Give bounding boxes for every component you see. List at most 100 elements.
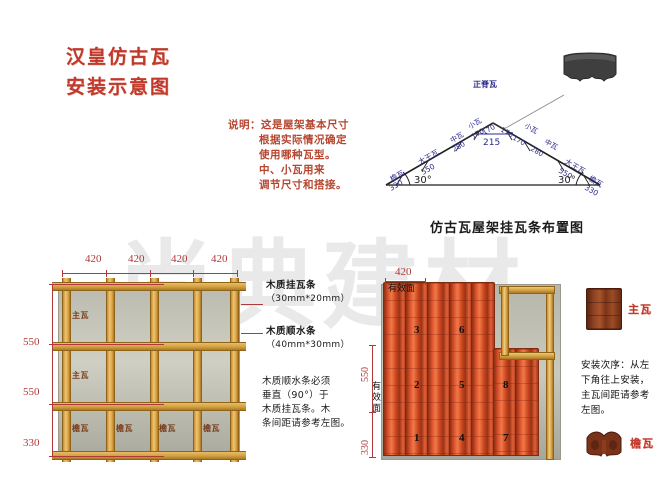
eave-tile-swatch bbox=[586, 431, 622, 457]
cell-label-main-2: 主瓦 bbox=[72, 371, 89, 380]
counter-batten-v-3 bbox=[150, 278, 159, 462]
roof-label-ridge: 正脊瓦 bbox=[473, 79, 497, 89]
note-line-3: 使用哪种瓦型。 bbox=[259, 149, 336, 161]
legend-eave-tile-label: 檐瓦 bbox=[630, 437, 654, 450]
right-top-dim-label: 有效面 bbox=[388, 284, 416, 294]
svg-text:170: 170 bbox=[481, 123, 497, 137]
top-dim-tick-2 bbox=[106, 270, 107, 277]
callout-tile-batten-name: 木质挂瓦条 bbox=[266, 280, 317, 291]
legend-main-tile-label: 主瓦 bbox=[628, 303, 652, 316]
tile-number-3: 3 bbox=[414, 324, 420, 336]
tile-column-4 bbox=[449, 282, 473, 456]
roof-dim-center: 215 bbox=[483, 138, 500, 148]
note-line-5: 调节尺寸和搭接。 bbox=[259, 179, 347, 191]
roof-angle-left: 30° bbox=[414, 175, 432, 186]
callout-note-line-1: 木质顺水条必须 bbox=[262, 376, 331, 387]
tile-column-3 bbox=[427, 282, 451, 456]
install-note-line-2: 下角往上安装， bbox=[581, 375, 650, 386]
tile-column-5 bbox=[471, 282, 495, 456]
right-side-tick-1 bbox=[369, 345, 376, 346]
right-side-dim-2: 330 bbox=[360, 440, 371, 455]
tile-batten-h-4 bbox=[52, 451, 246, 460]
side-ext-line-4 bbox=[52, 456, 164, 457]
right-side-tick-3 bbox=[369, 457, 376, 458]
tile-column-2 bbox=[405, 282, 429, 456]
tile-column-1 bbox=[383, 282, 407, 456]
right-side-dim-line bbox=[372, 345, 373, 457]
callout-leader-1 bbox=[241, 304, 263, 305]
cell-label-main-1: 主瓦 bbox=[72, 311, 89, 320]
tile-batten-h-2 bbox=[52, 342, 246, 351]
side-dim-line bbox=[52, 284, 53, 456]
tile-rail-h-mid bbox=[499, 352, 555, 360]
counter-batten-v-5 bbox=[230, 278, 239, 462]
cell-label-eave-3: 檐瓦 bbox=[159, 424, 176, 433]
right-side-tick-2 bbox=[369, 412, 376, 413]
legend-main-tile: 主瓦 bbox=[586, 288, 652, 330]
roof-triangle-svg: 檐瓦 330 大王瓦 550 中瓦 280 小瓦 170 170 170 170… bbox=[385, 79, 605, 198]
side-dim-3: 330 bbox=[23, 437, 40, 449]
right-top-tick-1 bbox=[385, 278, 386, 285]
top-dim-line bbox=[62, 273, 237, 274]
callout-installation-note: 木质顺水条必须 垂直（90°）于 木质挂瓦条。木 条间距请参考左图。 bbox=[262, 375, 350, 431]
callout-counter-batten: 木质顺水条 （40mm*30mm） bbox=[266, 323, 350, 350]
tile-number-4: 4 bbox=[459, 432, 465, 444]
svg-text:280: 280 bbox=[529, 145, 545, 159]
title-line-1: 汉皇仿古瓦 bbox=[66, 46, 172, 68]
top-dim-tick-3 bbox=[150, 270, 151, 277]
install-note-line-1: 安装次序：从左 bbox=[581, 360, 650, 371]
ridge-tile-photo bbox=[562, 52, 618, 84]
batten-layout-diagram: 主瓦 主瓦 檐瓦 檐瓦 檐瓦 檐瓦 bbox=[52, 278, 246, 462]
right-side-dim-1: 550 bbox=[360, 367, 371, 382]
cell-label-eave-2: 檐瓦 bbox=[116, 424, 133, 433]
callout-tile-batten-spec: （30mm*20mm） bbox=[266, 294, 350, 304]
top-dim-3: 420 bbox=[171, 253, 188, 265]
side-dim-2: 550 bbox=[23, 386, 40, 398]
top-dim-4: 420 bbox=[211, 253, 228, 265]
section-heading: 仿古瓦屋架挂瓦条布置图 bbox=[430, 221, 585, 236]
cell-label-eave-1: 檐瓦 bbox=[72, 424, 89, 433]
page-title: 汉皇仿古瓦 安装示意图 bbox=[66, 42, 171, 102]
right-top-dim: 420 bbox=[395, 266, 412, 278]
side-ext-line-2 bbox=[52, 344, 164, 345]
counter-batten-v-2 bbox=[106, 278, 115, 462]
right-top-dim-line bbox=[385, 281, 425, 282]
main-tile-swatch bbox=[586, 288, 622, 330]
counter-batten-v-4 bbox=[193, 278, 202, 462]
callout-leader-2 bbox=[241, 333, 263, 334]
tile-batten-h-3 bbox=[52, 402, 246, 411]
title-line-2: 安装示意图 bbox=[66, 76, 172, 98]
note-line-2: 根据实际情况确定 bbox=[259, 134, 347, 146]
cell-label-eave-4: 檐瓦 bbox=[203, 424, 220, 433]
right-top-tick-2 bbox=[425, 278, 426, 285]
right-side-dim-1-label: 有效面 bbox=[372, 382, 382, 414]
note-line-4: 中、小瓦用来 bbox=[259, 164, 325, 176]
tile-installation-diagram: 1 2 3 4 5 6 7 8 bbox=[381, 282, 561, 460]
installation-order-note: 安装次序：从左 下角往上安装， 主瓦间距请参考 左图。 bbox=[581, 358, 650, 418]
roof-label-right-mid: 中瓦 bbox=[543, 137, 560, 152]
tile-number-6: 6 bbox=[459, 324, 465, 336]
tile-batten-h-1 bbox=[52, 282, 246, 291]
install-note-line-4: 左图。 bbox=[581, 405, 611, 416]
tile-rail-v-right bbox=[546, 286, 554, 460]
tile-rail-h-top bbox=[499, 286, 555, 294]
top-dim-2: 420 bbox=[128, 253, 145, 265]
top-dim-tick-1 bbox=[62, 270, 63, 277]
callout-tile-batten: 木质挂瓦条 （30mm*20mm） bbox=[266, 277, 350, 304]
side-ext-line-1 bbox=[52, 284, 164, 285]
tile-number-5: 5 bbox=[459, 379, 465, 391]
top-dim-tick-5 bbox=[237, 270, 238, 277]
callout-note-line-2: 垂直（90°）于 bbox=[262, 390, 329, 401]
side-dim-1: 550 bbox=[23, 336, 40, 348]
tile-rail-v-mid bbox=[501, 286, 509, 356]
roof-section-diagram: 檐瓦 330 大王瓦 550 中瓦 280 小瓦 170 170 170 170… bbox=[378, 55, 608, 205]
callout-counter-batten-name: 木质顺水条 bbox=[266, 326, 317, 337]
side-ext-line-3 bbox=[52, 404, 164, 405]
legend-eave-tile: 檐瓦 bbox=[584, 428, 654, 458]
roof-angle-right: 30° bbox=[558, 175, 576, 186]
svg-text:170: 170 bbox=[511, 134, 527, 148]
tile-number-2: 2 bbox=[414, 379, 420, 391]
explanation-note: 说明：这是屋架基本尺寸 根据实际情况确定 使用哪种瓦型。 中、小瓦用来 调节尺寸… bbox=[228, 118, 349, 193]
tile-column-7 bbox=[515, 348, 539, 456]
